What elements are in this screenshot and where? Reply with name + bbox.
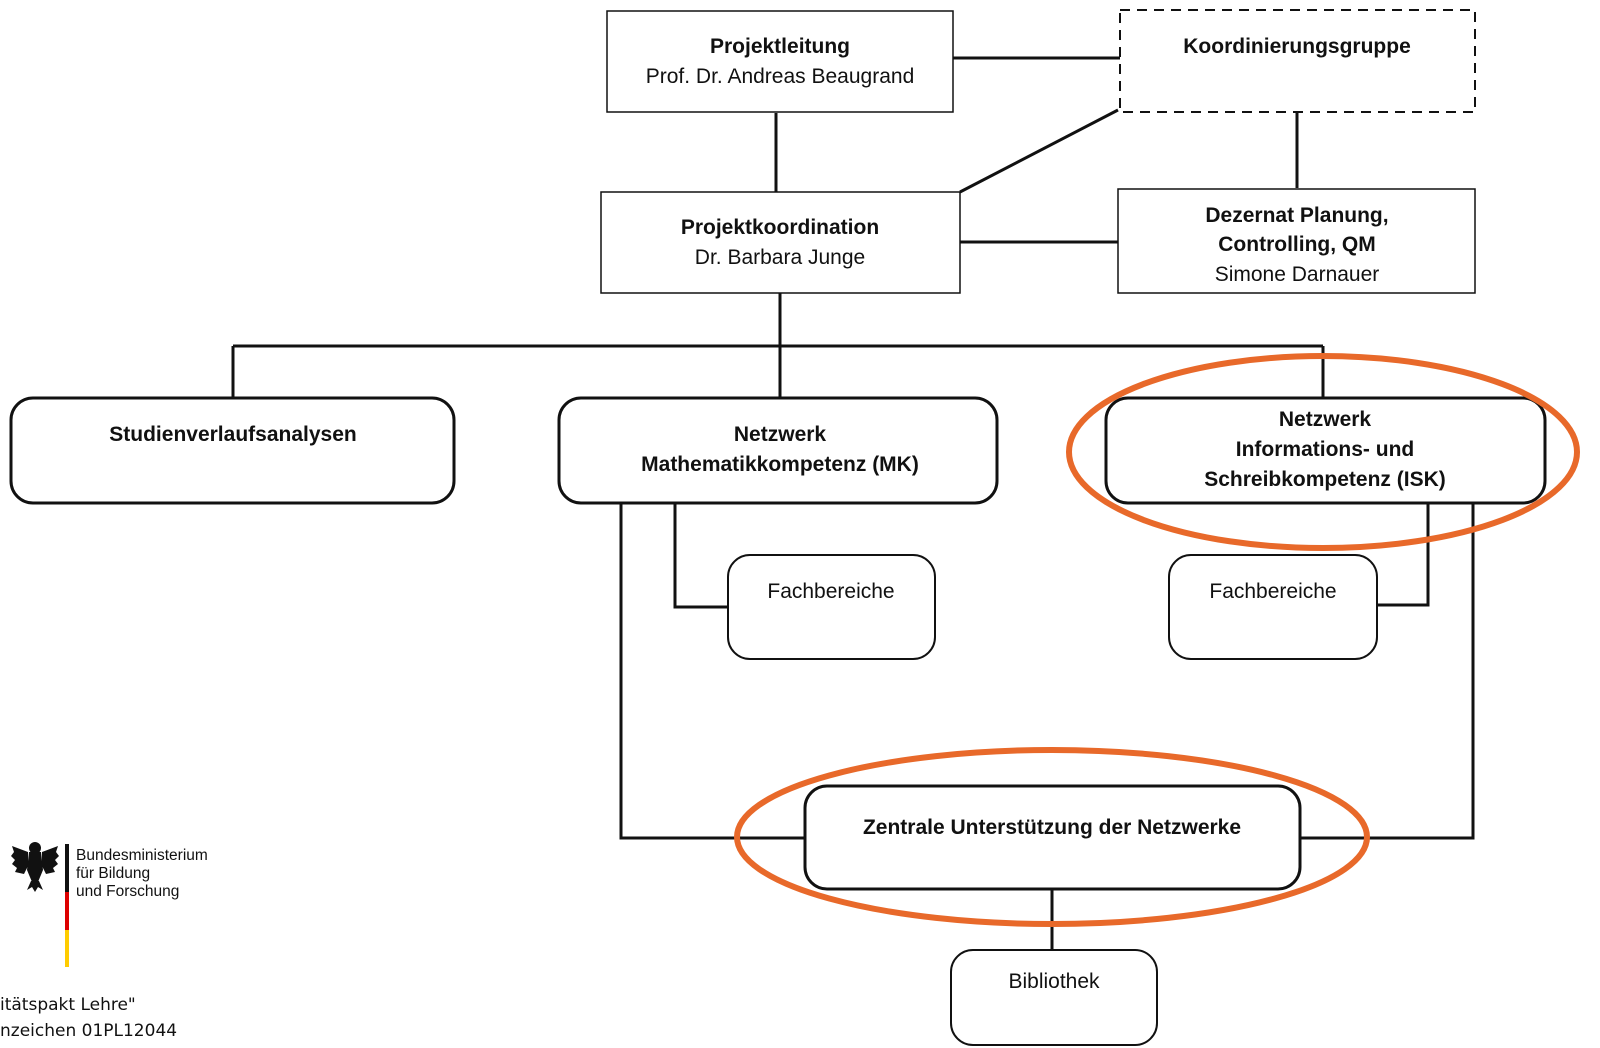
box-projektkoordination xyxy=(600,191,961,294)
bibliothek-label: Bibliothek xyxy=(1008,970,1100,993)
highlight-zentrale xyxy=(734,747,1370,927)
bmbf-logo: Bundesministerium für Bildung und Forsch… xyxy=(11,842,208,967)
koordinierungsgruppe-title: Koordinierungsgruppe xyxy=(1183,35,1411,58)
netzwerk-isk-line1: Netzwerk xyxy=(1279,408,1372,431)
box-projektleitung xyxy=(606,10,954,113)
box-netzwerk-mk xyxy=(557,396,999,505)
footer-line1: itätspakt Lehre" xyxy=(0,995,136,1015)
logo-line2: für Bildung xyxy=(76,865,150,882)
box-dezernat xyxy=(1117,188,1476,294)
connector-isk-fachbereiche xyxy=(1377,503,1430,607)
projektkoordination-subtitle: Dr. Barbara Junge xyxy=(695,246,865,269)
zentrale-title: Zentrale Unterstützung der Netzwerke xyxy=(863,816,1241,839)
connector-isk-zentrale xyxy=(1300,503,1475,840)
box-netzwerk-isk xyxy=(1104,396,1547,505)
connector-koordgruppe-koordination xyxy=(959,108,1119,194)
projektkoordination-title: Projektkoordination xyxy=(681,216,879,239)
flag-stripe-gold xyxy=(65,930,69,967)
fachbereiche-mk-label: Fachbereiche xyxy=(767,580,894,603)
connector-mk-fachbereiche xyxy=(673,503,728,609)
box-fachbereiche-mk xyxy=(727,554,936,660)
highlights xyxy=(734,353,1580,927)
logo-line1: Bundesministerium xyxy=(76,847,208,864)
box-bibliothek xyxy=(950,949,1158,1046)
box-zentrale xyxy=(803,784,1302,891)
connector-mk-zentrale xyxy=(619,503,805,840)
box-koordinierungsgruppe xyxy=(1119,9,1476,113)
logo-line3: und Forschung xyxy=(76,883,179,900)
flag-stripe-red xyxy=(65,892,69,930)
netzwerk-mk-line1: Netzwerk xyxy=(734,423,827,446)
projektleitung-subtitle: Prof. Dr. Andreas Beaugrand xyxy=(646,65,915,88)
dezernat-title-line1: Dezernat Planung, xyxy=(1205,204,1388,227)
projektleitung-title: Projektleitung xyxy=(710,35,850,58)
netzwerk-isk-line3: Schreibkompetenz (ISK) xyxy=(1204,468,1446,491)
highlight-isk xyxy=(1066,353,1580,551)
footer-line2: nzeichen 01PL12044 xyxy=(0,1021,178,1041)
box-studienverlauf xyxy=(9,396,456,505)
eagle-icon xyxy=(11,842,59,892)
dezernat-subtitle: Simone Darnauer xyxy=(1215,263,1380,286)
boxes xyxy=(9,9,1547,1046)
fachbereiche-isk-label: Fachbereiche xyxy=(1209,580,1336,603)
flag-stripe-black xyxy=(65,844,69,892)
netzwerk-isk-line2: Informations- und xyxy=(1236,438,1414,461)
box-fachbereiche-isk xyxy=(1168,554,1378,660)
dezernat-title-line2: Controlling, QM xyxy=(1218,233,1375,256)
studienverlauf-title: Studienverlaufsanalysen xyxy=(109,423,356,446)
netzwerk-mk-line2: Mathematikkompetenz (MK) xyxy=(641,453,919,476)
